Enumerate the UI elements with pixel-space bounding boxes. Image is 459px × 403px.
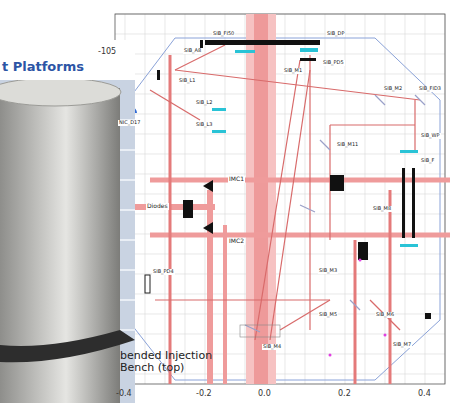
part-label: SIB_M4 (262, 344, 282, 350)
axis-tick: 0.2 (338, 390, 351, 399)
part-label: SIB_L1 (178, 78, 197, 84)
part-label: SIB_F (420, 158, 435, 164)
part-label: SIB_M6 (375, 312, 395, 318)
axis-tick: -105 (98, 48, 116, 57)
banner-text: t Platforms (2, 60, 84, 74)
part-label: SIB_M1 (283, 68, 303, 74)
part-label: SIB_L2 (195, 100, 214, 106)
part-label: SIB_M8 (372, 206, 392, 212)
part-label: SIB_M3 (318, 268, 338, 274)
part-label: SIB_PD4 (152, 269, 175, 275)
axis-tick: 0.4 (418, 390, 431, 399)
grid (115, 14, 445, 384)
part-label: NIC_D17 (118, 120, 141, 126)
part-label: SIB_WP (420, 133, 441, 139)
part-label: SIB_FI50 (212, 31, 235, 37)
part-label: SIB_M7 (392, 342, 412, 348)
part-label: SIB_M5 (318, 312, 338, 318)
axis-tick: 0.0 (258, 390, 271, 399)
axis-tick: -0.4 (116, 390, 132, 399)
component-label: IMC1 (228, 176, 245, 183)
part-label: SIB_M11 (336, 142, 359, 148)
part-label: SIB_M2 (383, 86, 403, 92)
photo-inset (0, 40, 135, 403)
caption-text: bended Injection Bench (top) (120, 350, 224, 374)
part-label: SIB_L3 (195, 122, 214, 128)
part-label: SIB_PD5 (322, 60, 345, 66)
component-label: Diodes (146, 203, 169, 210)
part-label: SIB_A8 (183, 48, 202, 54)
part-label: SIB_DP (326, 31, 345, 37)
component-label: IMC2 (228, 238, 245, 245)
part-label: SIB_FID3 (418, 86, 442, 92)
axis-tick: -0.2 (196, 390, 212, 399)
